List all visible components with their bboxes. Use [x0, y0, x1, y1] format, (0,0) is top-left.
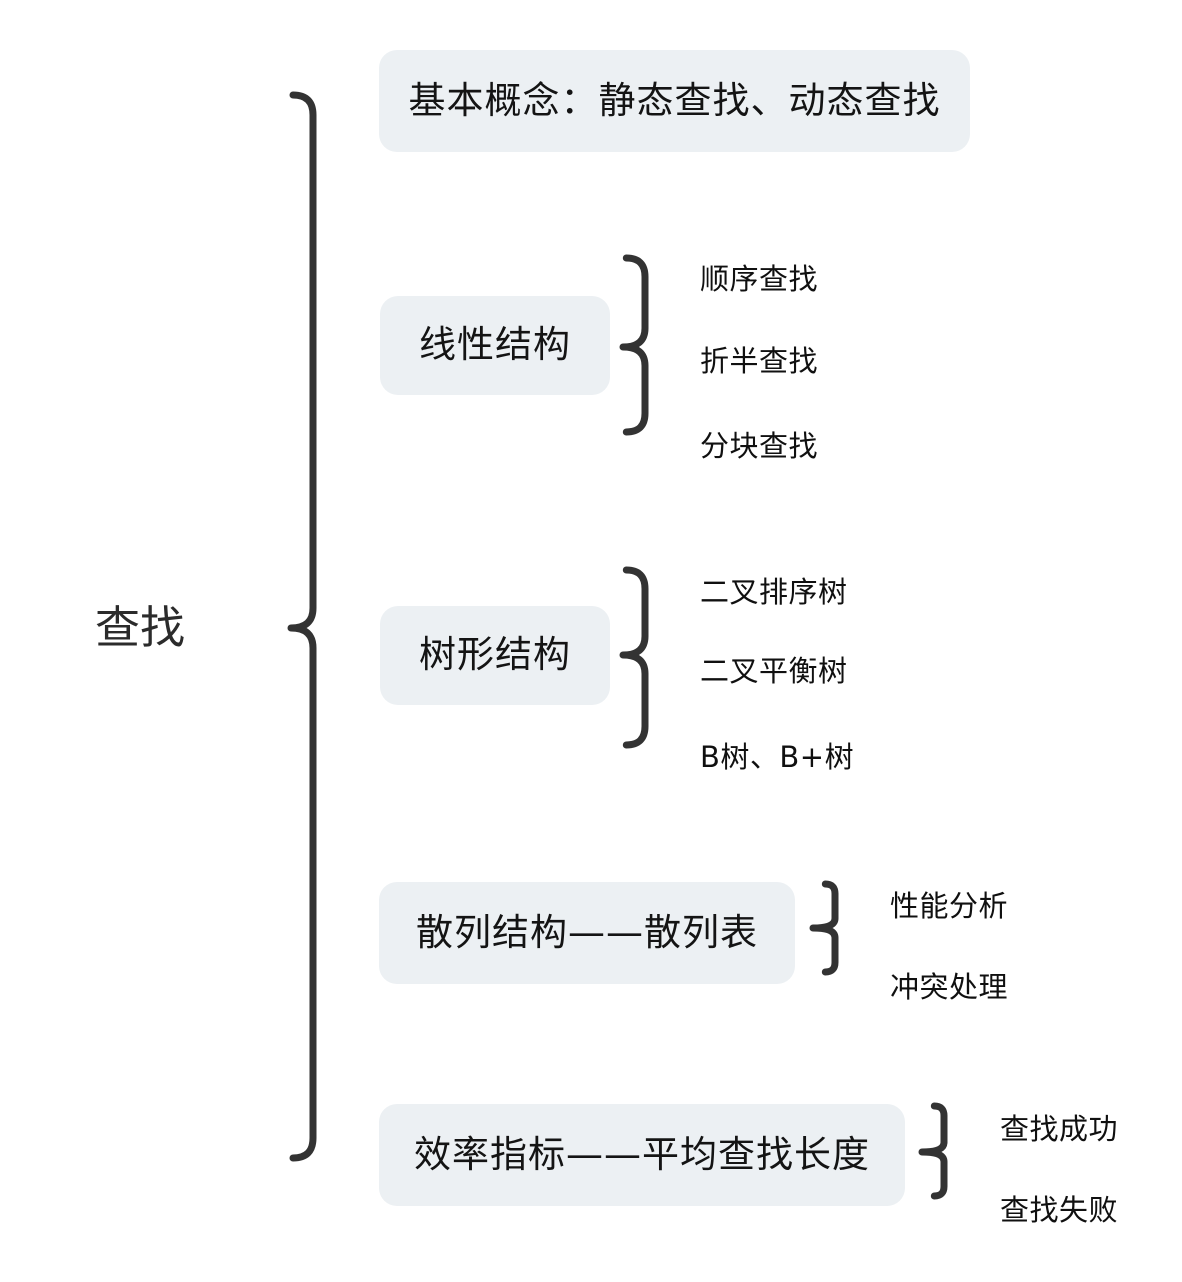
sub-brace-tree-structure: [619, 566, 649, 749]
node-box-efficiency-metric[interactable]: 效率指标——平均查找长度: [379, 1104, 905, 1206]
leaf-label-tree-structure-2[interactable]: B树、B+树: [700, 740, 855, 774]
sub-brace-hash-structure: [809, 880, 839, 976]
node-box-basic-concepts[interactable]: 基本概念：静态查找、动态查找: [379, 50, 970, 152]
sub-brace-linear-structure: [619, 254, 649, 436]
node-box-linear-structure[interactable]: 线性结构: [380, 296, 610, 395]
node-label-tree-structure: 树形结构: [419, 633, 571, 677]
leaf-label-linear-structure-1[interactable]: 折半查找: [700, 344, 819, 378]
root-node-label: 查找: [95, 601, 186, 654]
node-label-basic-concepts: 基本概念：静态查找、动态查找: [408, 78, 941, 122]
leaf-label-linear-structure-2[interactable]: 分块查找: [700, 429, 819, 463]
leaf-label-efficiency-metric-1[interactable]: 查找失败: [1000, 1193, 1119, 1227]
node-label-linear-structure: 线性结构: [419, 323, 571, 367]
node-box-tree-structure[interactable]: 树形结构: [380, 606, 610, 705]
leaf-label-tree-structure-0[interactable]: 二叉排序树: [700, 575, 848, 609]
leaf-label-hash-structure-0[interactable]: 性能分析: [890, 889, 1009, 923]
leaf-label-linear-structure-0[interactable]: 顺序查找: [700, 262, 819, 296]
leaf-label-efficiency-metric-0[interactable]: 查找成功: [1000, 1112, 1119, 1146]
main-brace: [287, 91, 317, 1162]
leaf-label-hash-structure-1[interactable]: 冲突处理: [890, 970, 1009, 1004]
sub-brace-efficiency-metric: [918, 1102, 948, 1200]
leaf-label-tree-structure-1[interactable]: 二叉平衡树: [700, 654, 848, 688]
node-label-efficiency-metric: 效率指标——平均查找长度: [414, 1132, 870, 1176]
node-label-hash-structure: 散列结构——散列表: [416, 910, 758, 954]
node-box-hash-structure[interactable]: 散列结构——散列表: [379, 882, 795, 984]
